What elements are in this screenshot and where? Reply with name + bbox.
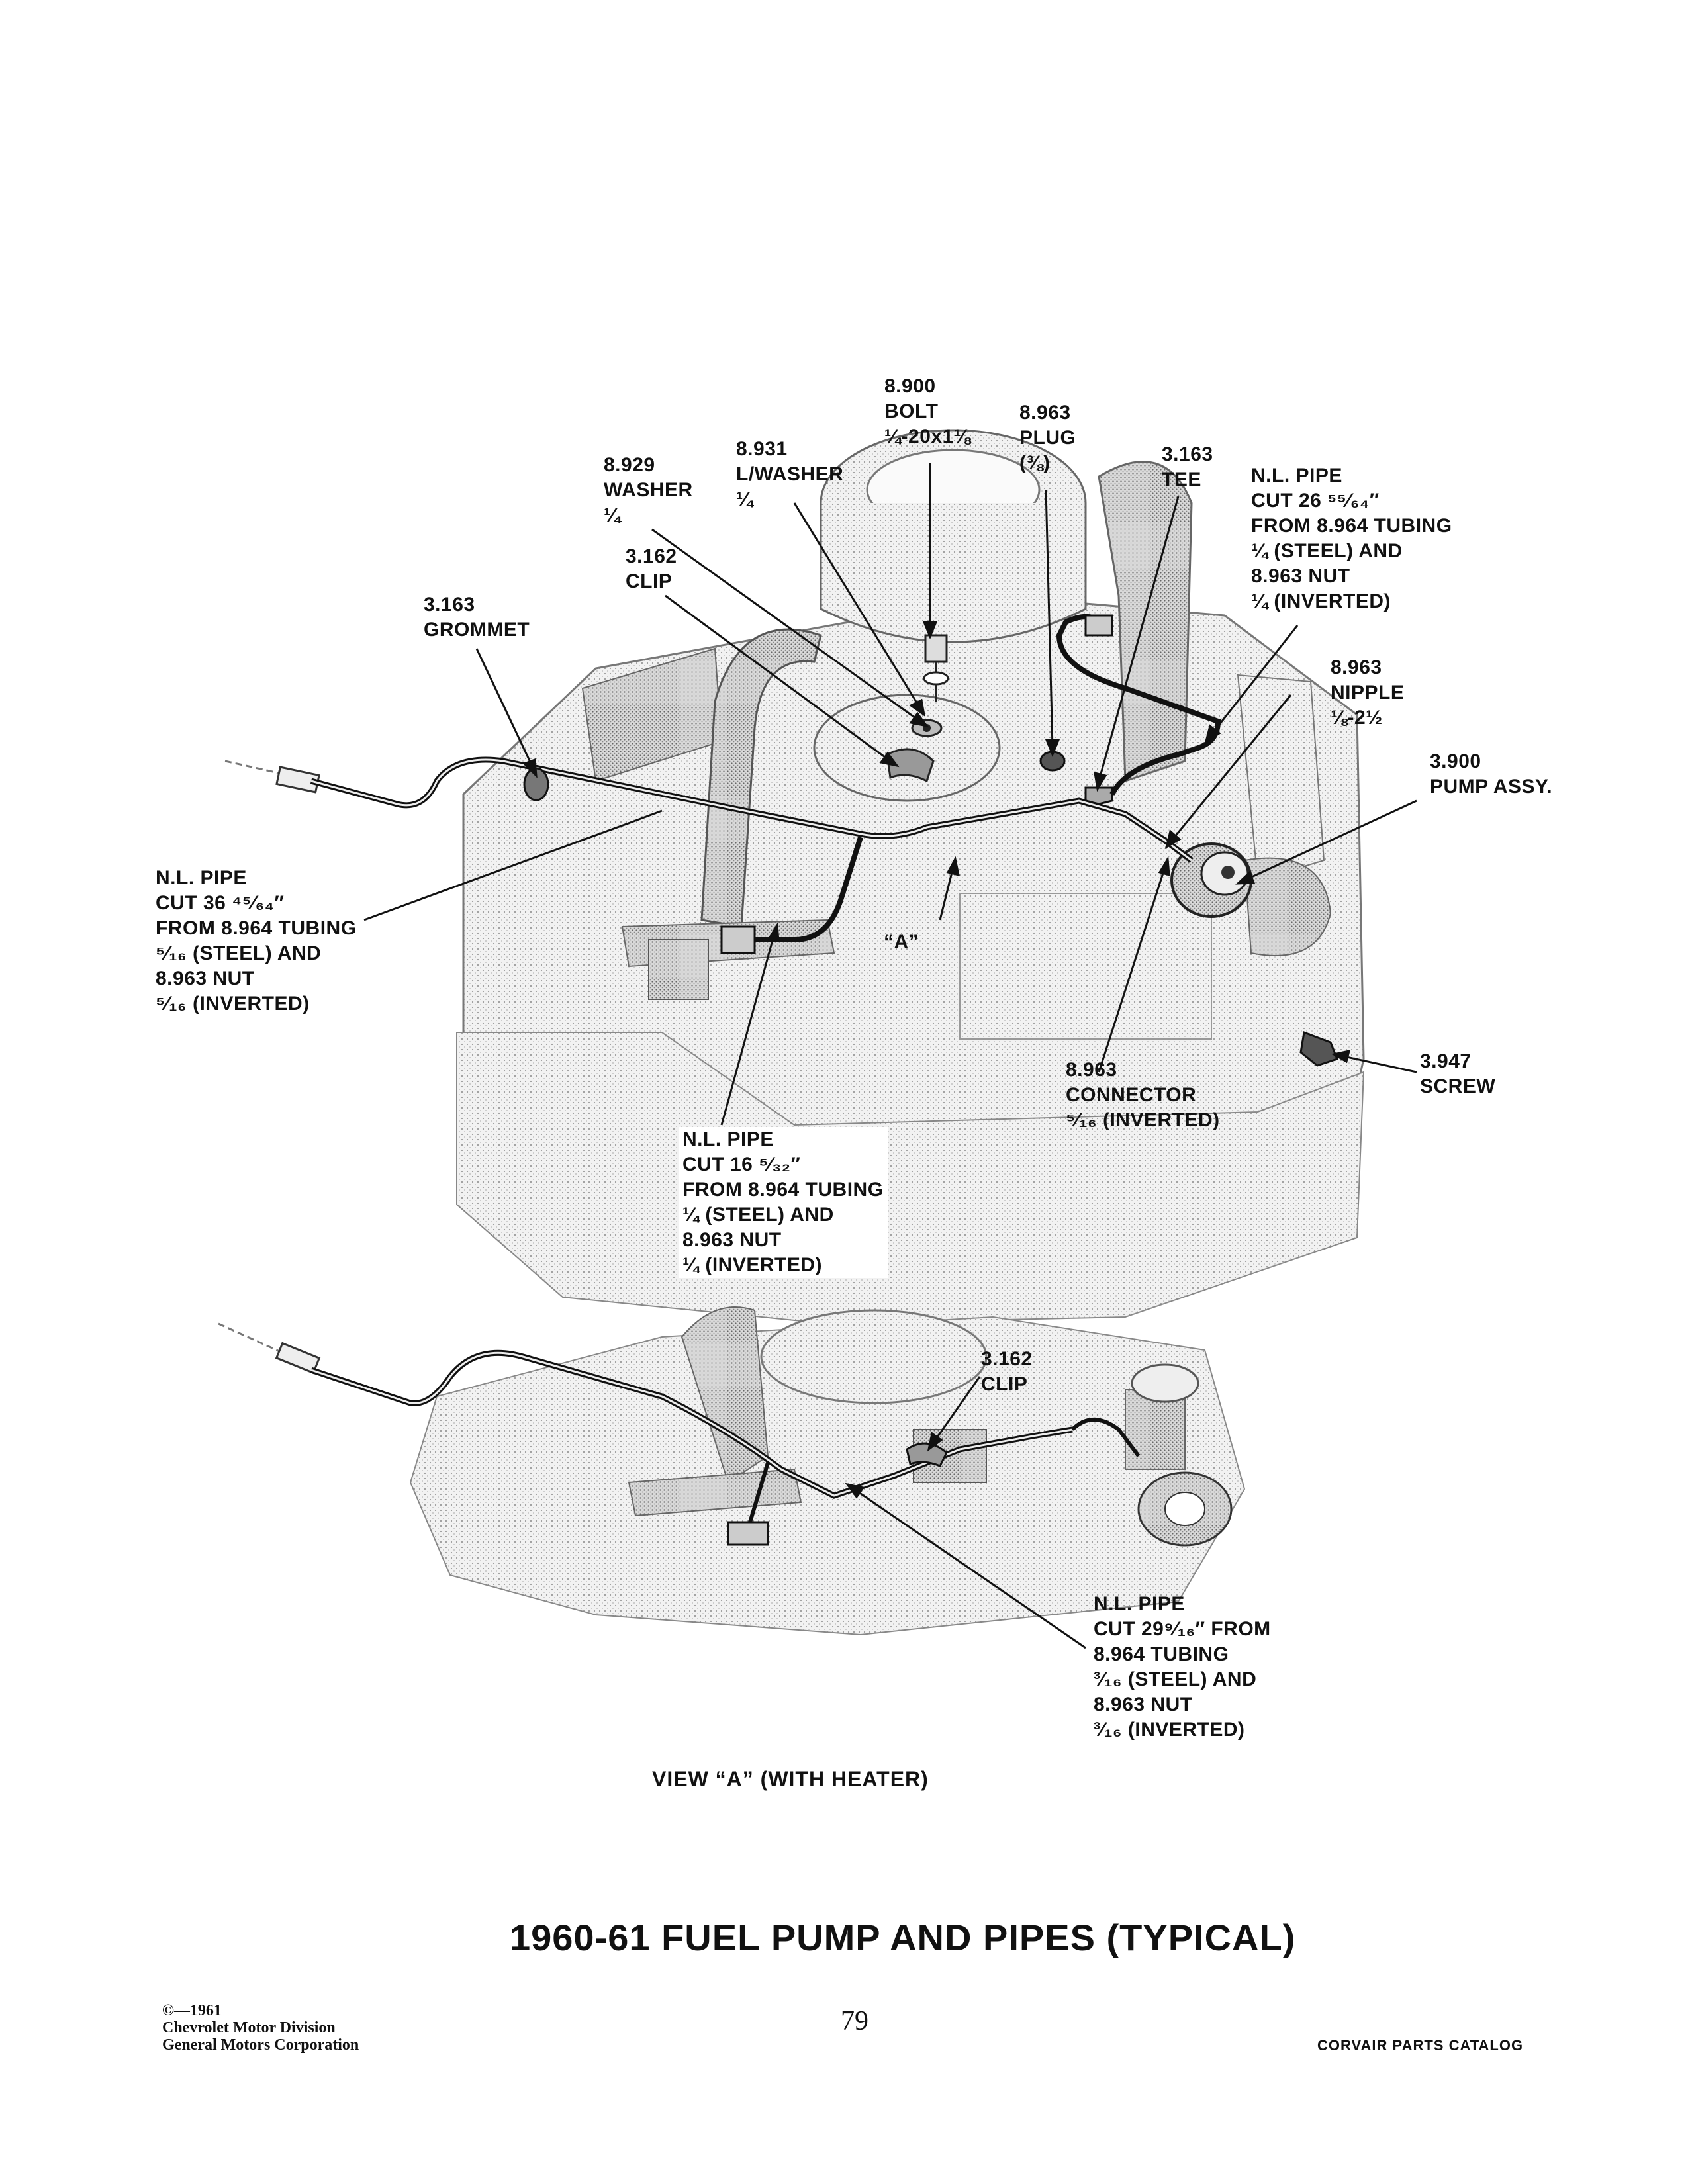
callout-line: CUT 16 ⁵⁄₃₂″ xyxy=(682,1154,801,1175)
callout-line: ⁵⁄₁₆ (INVERTED) xyxy=(1066,1109,1220,1131)
callout-nlpipe-bottom: N.L. PIPE CUT 29⁹⁄₁₆″ FROM 8.964 TUBING … xyxy=(1094,1592,1271,1743)
callout-line: 3.162 xyxy=(981,1348,1033,1370)
callout-line: 8.929 xyxy=(604,454,655,476)
fan-housing xyxy=(813,694,1001,802)
callout-line: 8.963 NUT xyxy=(1094,1694,1193,1715)
callout-line: 3.163 xyxy=(424,594,475,615)
callout-line: 3.163 xyxy=(1162,443,1213,465)
callout-line: N.L. PIPE xyxy=(1251,465,1342,486)
callout-bolt-8900: 8.900 BOLT ¼-20x1⅛ xyxy=(884,374,970,449)
tee-fitting xyxy=(1084,786,1113,805)
callout-line: 8.963 xyxy=(1066,1059,1117,1081)
intake-tube xyxy=(700,628,822,928)
callout-line: CUT 29⁹⁄₁₆″ FROM xyxy=(1094,1618,1271,1640)
callout-nipple-8963: 8.963 NIPPLE ⅛-2½ xyxy=(1331,655,1404,731)
callout-line: L/WASHER xyxy=(736,463,844,485)
callout-plug-8963: 8.963 PLUG (⅜) xyxy=(1019,400,1076,476)
page-title: 1960-61 FUEL PUMP AND PIPES (TYPICAL) xyxy=(510,1917,1296,1958)
callout-washer-8929: 8.929 WASHER ¼ xyxy=(604,453,693,528)
callout-line: 8.964 TUBING xyxy=(1094,1643,1229,1665)
callout-line: ¼ (STEEL) AND xyxy=(1251,540,1403,562)
top-leader-lines xyxy=(363,463,1417,1126)
clip-bottom xyxy=(906,1442,948,1467)
catalog-name: CORVAIR PARTS CATALOG xyxy=(1317,2037,1524,2054)
callout-connector-8963: 8.963 CONNECTOR ⁵⁄₁₆ (INVERTED) xyxy=(1066,1058,1220,1133)
callout-line: FROM 8.964 TUBING xyxy=(682,1179,884,1201)
callout-lwasher-8931: 8.931 L/WASHER ¼ xyxy=(736,437,843,512)
callout-line: 8.963 xyxy=(1331,657,1382,678)
callout-line: ⁵⁄₁₆ (STEEL) AND xyxy=(156,942,322,964)
callout-line: ³⁄₁₆ (INVERTED) xyxy=(1094,1719,1245,1741)
callout-line: 3.162 xyxy=(626,545,677,567)
callout-line: FROM 8.964 TUBING xyxy=(1251,515,1452,537)
callout-line: 3.900 xyxy=(1430,751,1481,772)
callout-line: SCREW xyxy=(1420,1075,1496,1097)
footer-copyright: ©—1961 Chevrolet Motor Division General … xyxy=(162,2002,359,2054)
callout-line: 8.963 NUT xyxy=(682,1229,782,1251)
callout-line: PLUG xyxy=(1019,427,1076,449)
callout-line: TEE xyxy=(1162,469,1201,490)
view-a-caption: VIEW “A” (WITH HEATER) xyxy=(652,1767,929,1791)
callout-line: ¼ (STEEL) AND xyxy=(682,1204,834,1226)
callout-nlpipe-top-right: N.L. PIPE CUT 26 ⁵⁵⁄₆₄″ FROM 8.964 TUBIN… xyxy=(1251,463,1452,614)
callout-pump-3900: 3.900 PUMP ASSY. xyxy=(1430,749,1552,799)
callout-line: ¼-20x1⅛ xyxy=(884,426,971,447)
callout-line: N.L. PIPE xyxy=(156,867,247,889)
callout-line: ¼ xyxy=(736,488,753,510)
copyright-line: Chevrolet Motor Division xyxy=(162,2019,336,2036)
callout-line: ⅛-2½ xyxy=(1331,707,1383,729)
callout-nlpipe-left: N.L. PIPE CUT 36 ⁴⁵⁄₆₄″ FROM 8.964 TUBIN… xyxy=(156,866,357,1017)
callout-line: ¼ xyxy=(604,504,621,526)
callout-line: ¼ (INVERTED) xyxy=(682,1254,823,1276)
callout-line: CLIP xyxy=(626,570,673,592)
view-a-marker: “A” xyxy=(884,931,919,953)
callout-line: 8.900 xyxy=(884,375,936,397)
callout-line: CUT 36 ⁴⁵⁄₆₄″ xyxy=(156,892,285,914)
callout-line: NIPPLE xyxy=(1331,682,1405,704)
clip-top xyxy=(886,748,935,783)
callout-screw-3947: 3.947 SCREW xyxy=(1420,1049,1495,1099)
fuel-pipe-center xyxy=(748,836,863,942)
copyright-line: General Motors Corporation xyxy=(162,2036,359,2054)
callout-line: N.L. PIPE xyxy=(1094,1593,1185,1615)
callout-line: ¼ (INVERTED) xyxy=(1251,590,1391,612)
callout-line: CLIP xyxy=(981,1373,1028,1395)
callout-line: CUT 26 ⁵⁵⁄₆₄″ xyxy=(1251,490,1380,512)
callout-line: PUMP ASSY. xyxy=(1430,776,1553,797)
callout-grommet-3163: 3.163 GROMMET xyxy=(424,592,530,643)
callout-line: ³⁄₁₆ (STEEL) AND xyxy=(1094,1668,1257,1690)
callout-tee-3163: 3.163 TEE xyxy=(1162,442,1213,492)
page-number: 79 xyxy=(841,2006,868,2036)
callout-line: 8.963 xyxy=(1019,402,1071,424)
callout-line: 3.947 xyxy=(1420,1050,1472,1072)
bottom-leader-lines xyxy=(845,1376,1086,1649)
callout-line: 8.963 NUT xyxy=(156,968,255,989)
callout-line: N.L. PIPE xyxy=(682,1128,774,1150)
callout-line: 8.963 NUT xyxy=(1251,565,1350,587)
callout-line: ⁵⁄₁₆ (INVERTED) xyxy=(156,993,310,1015)
callout-line: WASHER xyxy=(604,479,693,501)
callout-line: GROMMET xyxy=(424,619,530,641)
copyright-line: ©—1961 xyxy=(162,2002,222,2019)
screw-part xyxy=(1299,1030,1338,1067)
callout-nlpipe-center: N.L. PIPE CUT 16 ⁵⁄₃₂″ FROM 8.964 TUBING… xyxy=(679,1127,888,1278)
callout-line: (⅜) xyxy=(1019,452,1051,474)
callout-line: 8.931 xyxy=(736,438,788,460)
callout-line: CONNECTOR xyxy=(1066,1084,1197,1106)
callout-clip-3162-bottom: 3.162 CLIP xyxy=(981,1347,1033,1397)
callout-line: FROM 8.964 TUBING xyxy=(156,917,357,939)
bottom-engine-illustration xyxy=(218,1306,1246,1636)
callout-clip-3162-top: 3.162 CLIP xyxy=(626,544,677,594)
callout-line: BOLT xyxy=(884,400,939,422)
